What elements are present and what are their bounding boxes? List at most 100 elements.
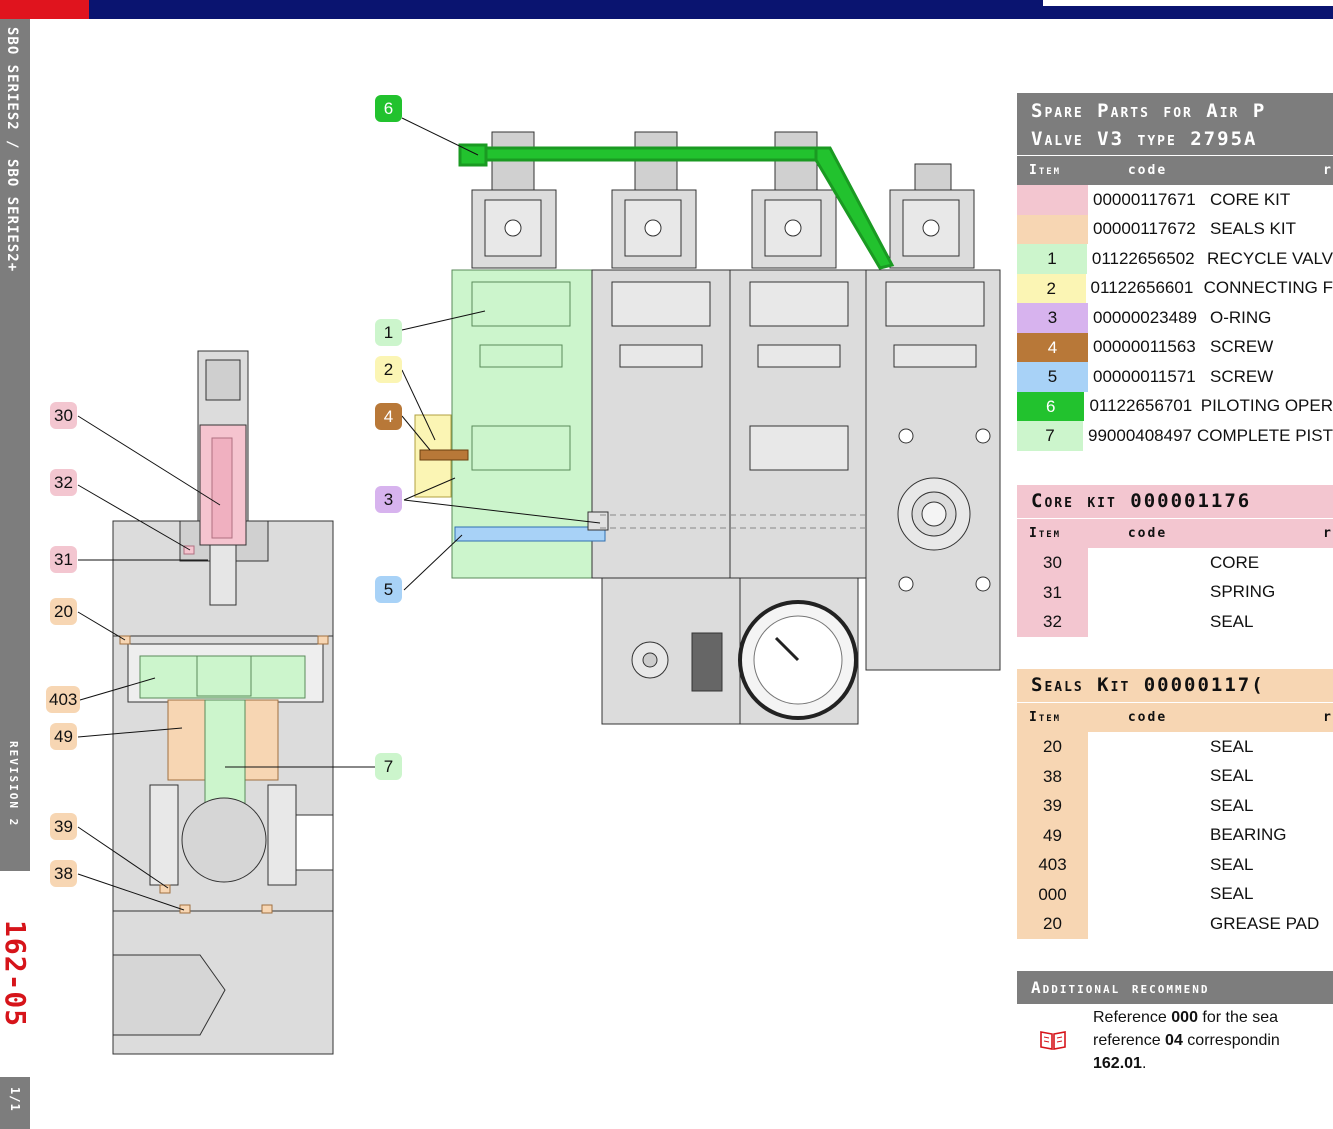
cell-item: 5 bbox=[1017, 362, 1088, 392]
cell-description: SEALS KIT bbox=[1210, 219, 1296, 239]
valve-section-drawing bbox=[77, 350, 375, 1055]
seals-kit-title: Seals Kit 00000117( bbox=[1017, 669, 1333, 702]
note-text: Reference bbox=[1093, 1009, 1172, 1026]
cell-description: SCREW bbox=[1210, 366, 1274, 386]
cell-item: 31 bbox=[1017, 577, 1088, 607]
col-item: Item bbox=[1029, 526, 1062, 541]
col-code: code bbox=[1127, 163, 1168, 178]
cell-item: 7 bbox=[1017, 421, 1083, 451]
note-ref-000: 000 bbox=[1171, 1009, 1198, 1026]
cell-item: 2 bbox=[1017, 273, 1086, 303]
banner-white-strip bbox=[1043, 0, 1333, 6]
callout-38: 38 bbox=[50, 860, 77, 887]
spare-parts-title: Spare Parts for Air P Valve V3 type 2795… bbox=[1017, 93, 1333, 155]
page-number: 162-05 bbox=[0, 871, 32, 1077]
note-text: . bbox=[1141, 1055, 1147, 1072]
callout-1: 1 bbox=[375, 319, 402, 346]
cell-code: 00000117671 bbox=[1093, 189, 1196, 209]
page-count: 1/1 bbox=[8, 1087, 22, 1112]
callout-403: 403 bbox=[46, 686, 81, 713]
valve-assembly-drawing bbox=[414, 131, 1001, 725]
cell-item: 39 bbox=[1017, 791, 1088, 821]
cell-item bbox=[1017, 185, 1088, 215]
callout-20: 20 bbox=[50, 598, 77, 625]
brand-red-block bbox=[0, 0, 89, 19]
core-kit-title: Core kit 000001176 bbox=[1017, 485, 1333, 518]
col-item: Item bbox=[1029, 710, 1062, 725]
seals-kit-header-row: Item code r bbox=[1017, 702, 1333, 732]
cell-description: CONNECTING F bbox=[1203, 278, 1333, 298]
cell-item: 20 bbox=[1017, 732, 1088, 762]
cell-code: 99000408497 bbox=[1088, 425, 1193, 445]
note-text: reference bbox=[1093, 1032, 1166, 1049]
additional-recommendations: Additional recommend bbox=[1017, 971, 1333, 1004]
table-row: 000 SEAL bbox=[1017, 879, 1333, 909]
spare-parts-title-line1: Spare Parts for Air P bbox=[1031, 100, 1267, 122]
core-kit-header-row: Item code r bbox=[1017, 518, 1333, 548]
table-row: 30 CORE bbox=[1017, 548, 1333, 578]
revision-label: REVISION 2 bbox=[7, 741, 20, 828]
cell-description: COMPLETE PIST bbox=[1196, 425, 1333, 445]
col-item: Item bbox=[1029, 163, 1062, 178]
callout-49: 49 bbox=[50, 723, 77, 750]
col-desc: r bbox=[1323, 163, 1333, 178]
cell-item: 30 bbox=[1017, 548, 1088, 578]
col-desc: r bbox=[1323, 710, 1333, 725]
cell-item: 32 bbox=[1017, 607, 1088, 637]
spare-parts-table: Spare Parts for Air P Valve V3 type 2795… bbox=[1017, 93, 1333, 451]
cell-code: 00000011571 bbox=[1093, 366, 1196, 386]
top-banner bbox=[0, 0, 1333, 19]
cell-description: SEAL bbox=[1210, 736, 1254, 756]
note-ref-page: 162.01 bbox=[1093, 1055, 1142, 1072]
callout-3: 3 bbox=[375, 486, 402, 513]
table-row: 31 SPRING bbox=[1017, 577, 1333, 607]
cell-description: PILOTING OPER bbox=[1200, 396, 1333, 416]
cell-description: RECYCLE VALV bbox=[1207, 248, 1333, 268]
cell-description: GREASE PAD bbox=[1210, 913, 1320, 933]
cell-item: 4 bbox=[1017, 332, 1088, 362]
cell-code: 00000011563 bbox=[1093, 337, 1196, 357]
callout-7: 7 bbox=[375, 753, 402, 780]
callout-39: 39 bbox=[50, 813, 77, 840]
callout-32: 32 bbox=[50, 469, 77, 496]
cell-description: SEAL bbox=[1210, 884, 1254, 904]
cell-item: 1 bbox=[1017, 244, 1087, 274]
callout-30: 30 bbox=[50, 402, 77, 429]
cell-item: 3 bbox=[1017, 303, 1088, 333]
additional-note: Reference 000 for the sea reference 04 c… bbox=[1093, 1006, 1333, 1075]
table-row: 32 SEAL bbox=[1017, 607, 1333, 637]
cell-description: SEAL bbox=[1210, 766, 1254, 786]
callout-6: 6 bbox=[375, 95, 402, 122]
cell-description: SEAL bbox=[1210, 611, 1254, 631]
col-code: code bbox=[1127, 710, 1168, 725]
cell-code: 01122656601 bbox=[1090, 278, 1194, 298]
table-row: 38 SEAL bbox=[1017, 761, 1333, 791]
cell-code: 00000023489 bbox=[1093, 307, 1198, 327]
cell-description: BEARING bbox=[1210, 825, 1287, 845]
cell-item: 6 bbox=[1017, 391, 1085, 421]
cell-code: 01122656701 bbox=[1089, 396, 1193, 416]
cell-item: 000 bbox=[1017, 879, 1088, 909]
cell-item: 38 bbox=[1017, 761, 1088, 791]
series-label: SBO SERIES2 / SBO SERIES2+ bbox=[4, 27, 20, 273]
col-code: code bbox=[1127, 526, 1168, 541]
cell-description: SPRING bbox=[1210, 582, 1276, 602]
cell-description: O-RING bbox=[1210, 307, 1272, 327]
cell-item: 20 bbox=[1017, 909, 1088, 939]
cell-description: CORE bbox=[1210, 552, 1260, 572]
callout-2: 2 bbox=[375, 356, 402, 383]
book-icon bbox=[1040, 1031, 1066, 1050]
cell-description: SEAL bbox=[1210, 854, 1254, 874]
callout-31: 31 bbox=[50, 546, 77, 573]
cell-item: 403 bbox=[1017, 850, 1088, 880]
